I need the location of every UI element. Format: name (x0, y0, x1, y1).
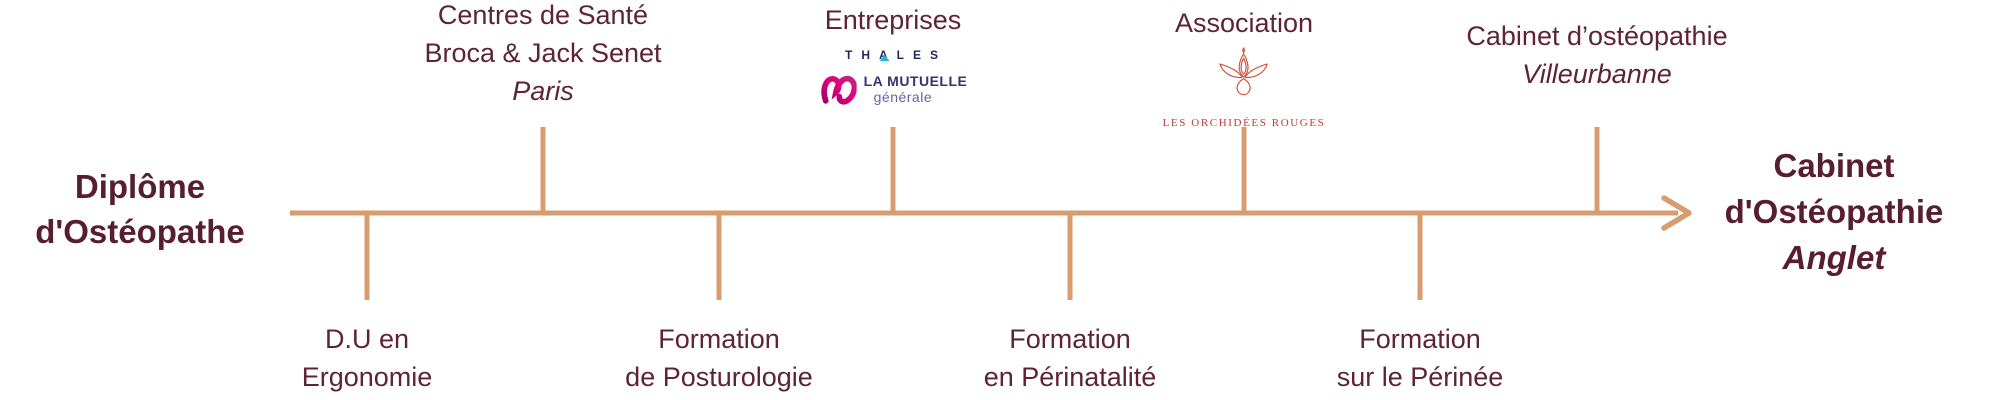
timeline-start-title: Diplôme d'Ostéopathe (35, 164, 245, 254)
milestone-line: Centres de Santé (437, 0, 649, 30)
milestone-line: Broca & Jack Senet (424, 38, 662, 68)
milestone-line: Formation (1009, 324, 1131, 354)
milestone-formation-perinatalite: Formation en Périnatalité (984, 320, 1157, 396)
milestone-line: Ergonomie (301, 362, 433, 392)
milestone-association: Association LES ORCHIDÉES ROUGES (1163, 5, 1326, 142)
milestone-line: en Périnatalité (983, 362, 1157, 392)
milestone-city: Villeurbanne (1522, 59, 1672, 89)
end-title-line1: Cabinet (1773, 147, 1895, 184)
la-mutuelle-generale-logo: LA MUTUELLE générale (819, 69, 968, 109)
milestone-centres-de-sante: Centres de Santé Broca & Jack Senet Pari… (424, 0, 661, 110)
milestone-title: Entreprises (824, 5, 962, 35)
thales-logo-text: THALES (845, 48, 947, 62)
milestone-line: sur le Périnée (1336, 362, 1504, 392)
milestone-city: Paris (512, 76, 574, 106)
end-title-line3: Anglet (1782, 239, 1886, 276)
orchid-flower-icon (1219, 47, 1269, 96)
milestone-formation-posturologie: Formation de Posturologie (625, 320, 813, 396)
milestone-line: D.U en (324, 324, 410, 354)
milestone-cabinet-villeurbanne: Cabinet d’ostéopathie Villeurbanne (1466, 17, 1727, 93)
entreprises-logos: THALES LA MUTUELLE général (819, 38, 968, 109)
orchid-logo-text: LES ORCHIDÉES ROUGES (1162, 117, 1326, 129)
thales-logo: THALES (839, 48, 947, 62)
milestone-line: Formation (658, 324, 780, 354)
start-title-line2: d'Ostéopathe (35, 213, 245, 250)
start-title-line1: Diplôme (74, 168, 206, 205)
milestone-line: Cabinet d’ostéopathie (1466, 21, 1728, 51)
mutuelle-line2: générale (873, 89, 933, 105)
timeline-end-title: Cabinet d'Ostéopathie Anglet (1725, 143, 1944, 281)
mutuelle-line1: LA MUTUELLE (863, 73, 968, 89)
orchidees-rouges-logo: LES ORCHIDÉES ROUGES (1163, 46, 1326, 142)
mutuelle-logo-text: LA MUTUELLE générale (864, 74, 968, 104)
milestone-line: Formation (1359, 324, 1481, 354)
timeline-arrowhead (1661, 195, 1692, 231)
milestone-line: de Posturologie (625, 362, 813, 392)
milestone-formation-perinee: Formation sur le Périnée (1337, 320, 1504, 396)
milestone-title: Association (1174, 8, 1314, 38)
thales-triangle-icon (880, 55, 890, 61)
milestone-entreprises: Entreprises THALES (819, 2, 968, 109)
milestone-du-ergonomie: D.U en Ergonomie (302, 320, 433, 396)
mutuelle-m-icon (821, 75, 857, 105)
end-title-line2: d'Ostéopathie (1724, 193, 1944, 230)
